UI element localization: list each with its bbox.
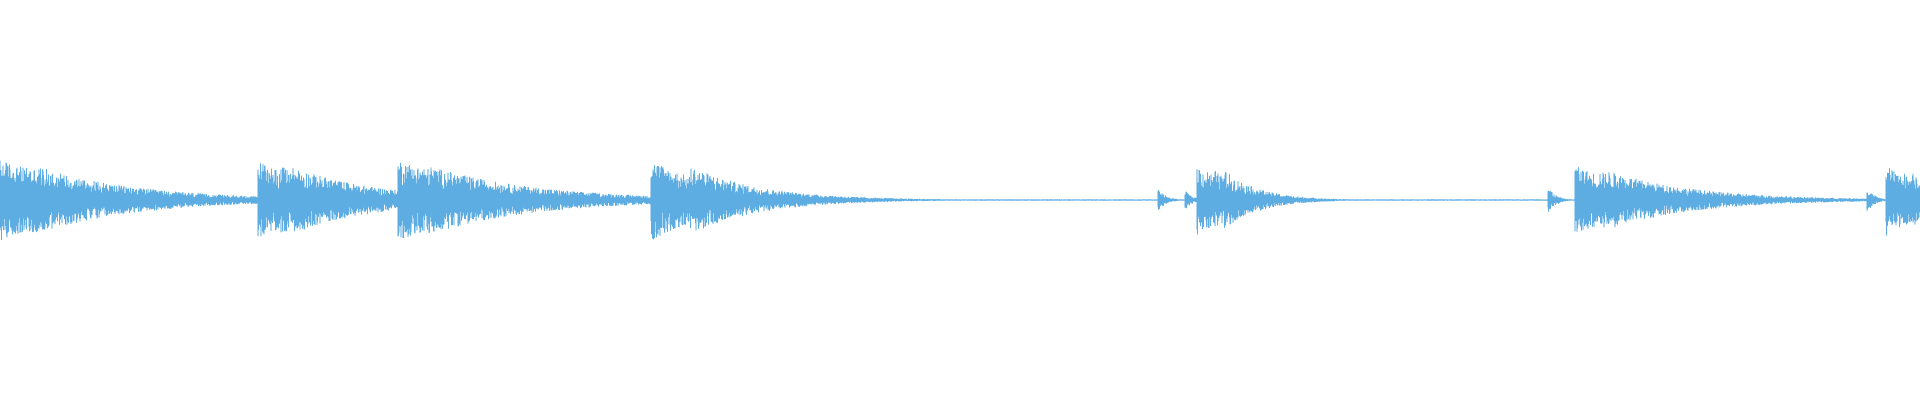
waveform-trace [0, 160, 1920, 240]
